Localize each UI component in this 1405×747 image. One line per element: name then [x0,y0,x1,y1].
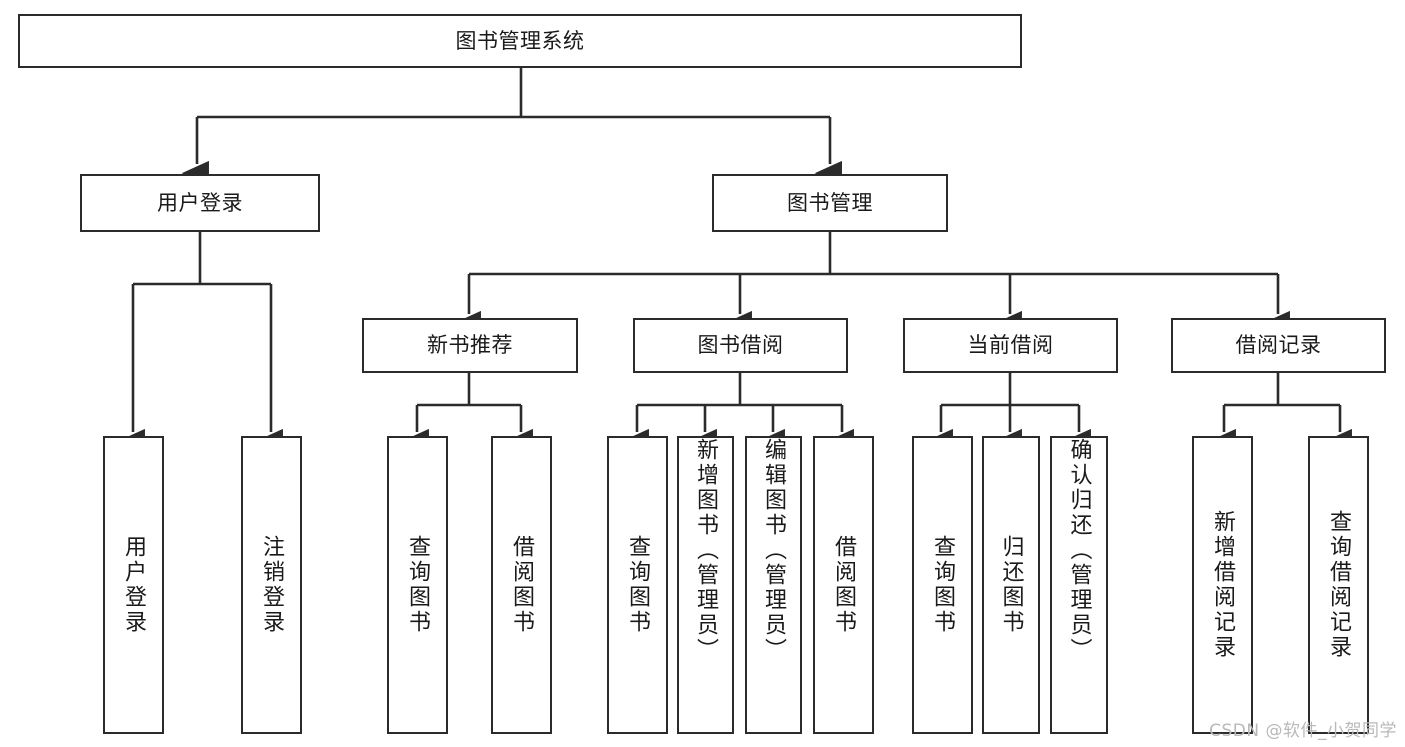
leaf-add-book-admin[interactable]: 新增图书（管理员） [677,436,734,734]
leaf-query-book-recommend-label: 查询图书 [405,535,431,635]
node-new-book-recommend-label: 新书推荐 [427,333,513,358]
leaf-borrow-book-recommend[interactable]: 借阅图书 [491,436,552,734]
leaf-borrow-book-recommend-label: 借阅图书 [509,535,535,635]
leaf-edit-book-admin[interactable]: 编辑图书（管理员） [745,436,802,734]
leaf-borrow-book[interactable]: 借阅图书 [813,436,874,734]
leaf-return-book[interactable]: 归还图书 [982,436,1040,734]
node-book-borrow[interactable]: 图书借阅 [633,318,848,373]
node-user-login[interactable]: 用户登录 [80,174,320,232]
leaf-query-book-current[interactable]: 查询图书 [912,436,973,734]
node-current-borrow[interactable]: 当前借阅 [903,318,1118,373]
leaf-confirm-return-admin[interactable]: 确认归还（管理员） [1050,436,1108,734]
leaf-return-book-label: 归还图书 [998,535,1024,635]
node-book-management-label: 图书管理 [787,190,873,215]
leaf-user-login[interactable]: 用户登录 [103,436,164,734]
leaf-edit-book-admin-label: 编辑图书（管理员） [761,438,787,663]
leaf-query-borrow-record[interactable]: 查询借阅记录 [1308,436,1369,734]
leaf-confirm-return-admin-label: 确认归还（管理员） [1066,438,1092,663]
leaf-query-book-current-label: 查询图书 [930,535,956,635]
leaf-user-login-label: 用户登录 [121,535,147,635]
node-user-login-label: 用户登录 [157,190,243,215]
leaf-borrow-book-label: 借阅图书 [831,535,857,635]
node-new-book-recommend[interactable]: 新书推荐 [362,318,578,373]
leaf-query-book-borrow[interactable]: 查询图书 [607,436,668,734]
leaf-add-book-admin-label: 新增图书（管理员） [693,438,719,663]
leaf-query-book-recommend[interactable]: 查询图书 [387,436,448,734]
node-current-borrow-label: 当前借阅 [967,333,1054,358]
leaf-add-borrow-record[interactable]: 新增借阅记录 [1192,436,1253,734]
node-borrow-record[interactable]: 借阅记录 [1171,318,1386,373]
leaf-logout[interactable]: 注销登录 [241,436,302,734]
node-book-management[interactable]: 图书管理 [712,174,948,232]
node-borrow-record-label: 借阅记录 [1235,333,1322,358]
watermark: CSDN @软件_小贺同学 [1209,721,1397,741]
node-book-borrow-label: 图书借阅 [697,333,784,358]
node-root-label: 图书管理系统 [455,28,585,53]
leaf-add-borrow-record-label: 新增借阅记录 [1210,510,1236,660]
node-root[interactable]: 图书管理系统 [18,14,1022,68]
leaf-query-book-borrow-label: 查询图书 [625,535,651,635]
leaf-logout-label: 注销登录 [259,535,285,635]
leaf-query-borrow-record-label: 查询借阅记录 [1326,510,1352,660]
